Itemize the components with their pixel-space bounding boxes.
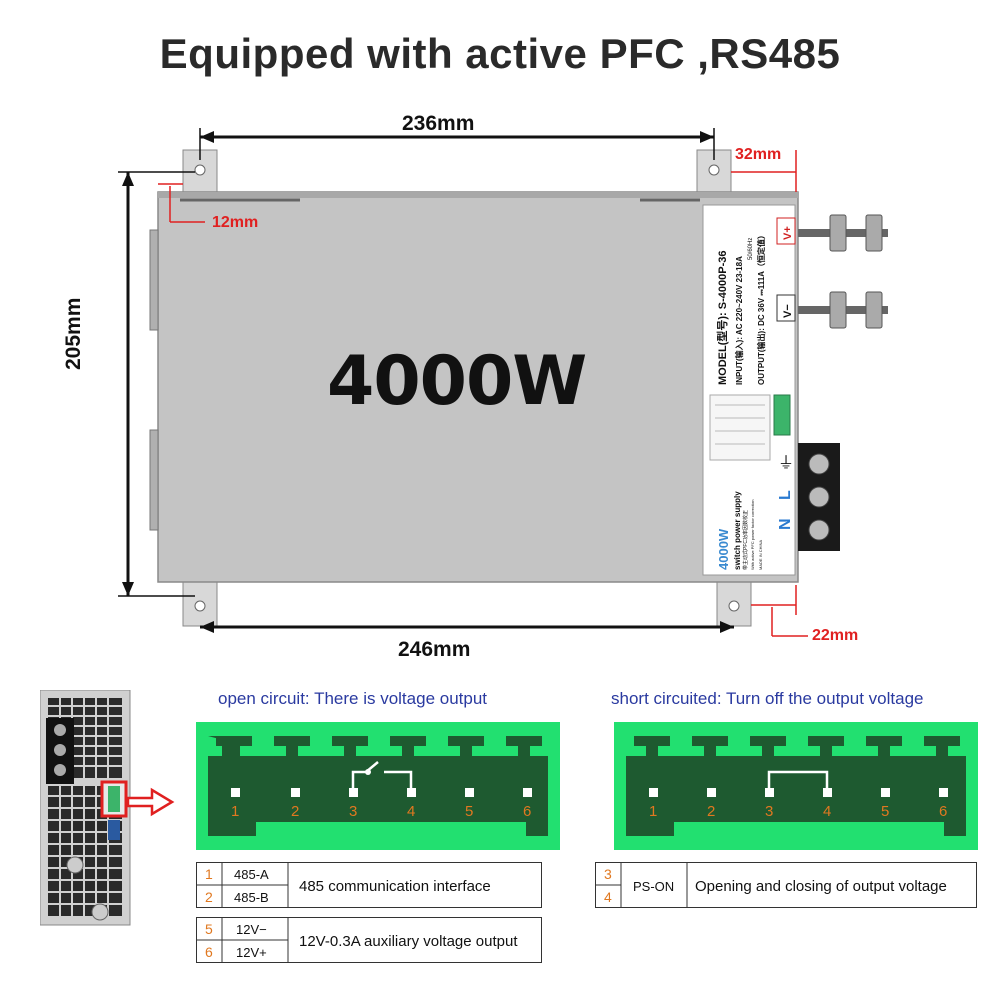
dim-label-right-top-offset: 32mm: [735, 146, 782, 163]
connector-diagram-short: 1 2 3 4 5 6: [614, 722, 978, 850]
pin-number: 4: [823, 803, 831, 820]
terminal-screw: [808, 486, 830, 508]
pin-number: 3: [349, 803, 357, 820]
pin-number: 1: [649, 803, 657, 820]
label-input-freq: 50/60Hz: [748, 238, 754, 260]
vplus-box: [776, 217, 796, 245]
table-cell-name: PS-ON: [633, 879, 674, 894]
table-cell-name: 12V+: [236, 945, 267, 960]
table-cell-desc: Opening and closing of output voltage: [695, 878, 947, 895]
psu-dimension-drawing: MODEL(型号): S-4000P-36 INPUT(输入): AC 220~…: [118, 128, 888, 637]
table-cell-num: 4: [604, 889, 612, 905]
pin-number: 1: [231, 803, 239, 820]
terminal-screw: [808, 453, 830, 475]
label-input: INPUT(输入): AC 220~240V 23-18A: [734, 256, 744, 385]
label-output: OUTPUT(输出): DC 36V ⎓111A（恒定值）: [756, 231, 766, 385]
terminal-label-l: L: [777, 490, 794, 500]
psu-case: [157, 191, 799, 583]
pcb-teeth: [216, 736, 542, 758]
pointer-arrow-icon: [126, 787, 175, 817]
mount-hole: [728, 600, 740, 612]
side-vent: [149, 229, 159, 331]
pin-number: 2: [291, 803, 299, 820]
table-cell-desc: 12V-0.3A auxiliary voltage output: [299, 933, 518, 950]
rear-panel-thumbnail: [40, 690, 175, 926]
dim-label-left-offset: 12mm: [212, 214, 259, 231]
pin-number: 3: [765, 803, 773, 820]
pin-pads: [231, 788, 532, 797]
table-cell-name: 12V−: [236, 922, 267, 937]
case-top-edge: [158, 192, 798, 198]
nut: [829, 214, 847, 252]
spec-label-panel: [702, 204, 796, 576]
pin-number: 5: [881, 803, 889, 820]
nut: [865, 214, 883, 252]
side-vent: [149, 429, 159, 531]
label-power: 4000W: [716, 528, 731, 570]
pcb-teeth: [634, 736, 960, 758]
table-cell-desc: 485 communication interface: [299, 878, 491, 895]
power-rating-big: 4000W: [327, 342, 587, 421]
label-kind: switch power supply: [733, 491, 742, 570]
ground-icon: ⏚: [778, 454, 794, 472]
label-note-cn: 带主动式PFC功率因数校正: [742, 510, 749, 570]
mount-hole: [708, 164, 720, 176]
table-aux: 5 6 12V− 12V+ 12V-0.3A auxiliary voltage…: [196, 917, 542, 963]
label-model: MODEL(型号): S-4000P-36: [715, 251, 729, 385]
connector-diagram-open: 1 2 3 4 5 6: [196, 722, 560, 850]
table-pson: 3 4 PS-ON Opening and closing of output …: [595, 862, 977, 908]
dim-label-top-width: 236mm: [402, 112, 475, 135]
pin-number: 2: [707, 803, 715, 820]
label-made-in: MADE IN CHINA: [758, 539, 763, 570]
pin-number: 6: [523, 803, 531, 820]
vminus-box: [776, 294, 796, 322]
table-rs485: 1 2 485-A 485-B 485 communication interf…: [196, 862, 542, 908]
table-cell-name: 485-B: [234, 890, 269, 905]
nut: [829, 291, 847, 329]
dim-label-right-bottom-offset: 22mm: [812, 627, 859, 644]
rear-switch: [108, 820, 120, 840]
table-cell-num: 1: [205, 866, 213, 882]
table-cell-num: 5: [205, 921, 213, 937]
mount-hole: [194, 164, 206, 176]
terminal-label-n: N: [777, 518, 794, 530]
headline: Equipped with active PFC ,RS485: [159, 30, 841, 77]
nut: [865, 291, 883, 329]
pcb-trace-body: [208, 756, 548, 836]
pin-number: 6: [939, 803, 947, 820]
pin-pads: [649, 788, 948, 797]
pin-number: 4: [407, 803, 415, 820]
terminal-label-vplus: V+: [782, 226, 794, 240]
table-cell-num: 6: [205, 944, 213, 960]
dim-label-height: 205mm: [62, 297, 85, 370]
table-cell-name: 485-A: [234, 867, 269, 882]
terminal-label-vminus: V−: [782, 304, 794, 318]
dim-label-bottom-width: 246mm: [398, 638, 471, 661]
caption-open-circuit: open circuit: There is voltage output: [218, 689, 488, 708]
spec-label-text: MODEL(型号): S-4000P-36: [715, 251, 729, 385]
pcb-trace-body: [626, 756, 966, 836]
label-connector-icon: [773, 394, 791, 436]
table-cell-num: 3: [604, 866, 612, 882]
open-switch-icon: [351, 761, 413, 788]
terminal-screw: [808, 519, 830, 541]
label-note-en: With active PFC power factor correction: [750, 500, 755, 570]
table-cell-num: 2: [205, 889, 213, 905]
caption-short-circuit: short circuited: Turn off the output vol…: [611, 689, 924, 708]
short-jumper-icon: [767, 770, 829, 788]
pin-number: 5: [465, 803, 473, 820]
pin-info-block: [709, 394, 771, 461]
mount-hole: [194, 600, 206, 612]
